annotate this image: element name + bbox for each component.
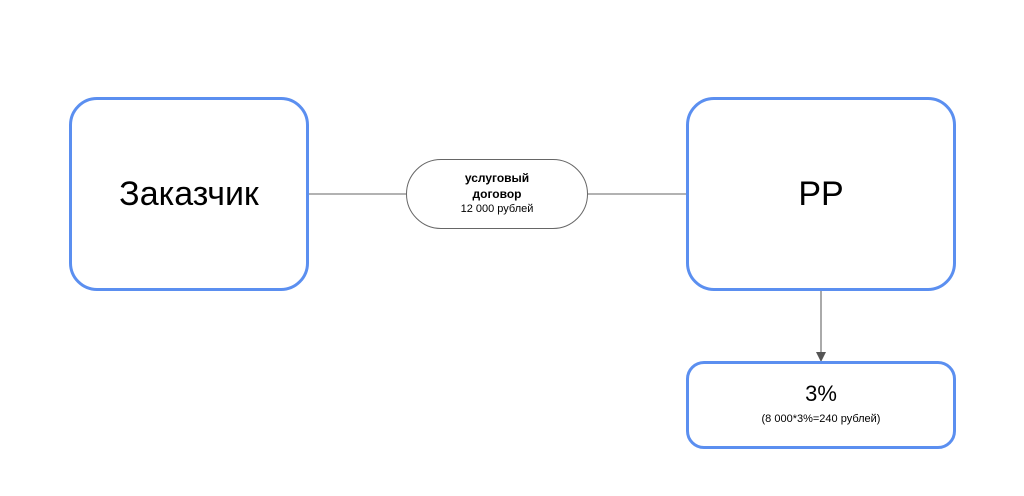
- node-percent-calculation: (8 000*3%=240 рублей): [761, 413, 881, 426]
- node-rr[interactable]: РР: [686, 97, 956, 291]
- node-percent-value: 3%: [805, 381, 837, 407]
- node-rr-label: РР: [798, 175, 844, 213]
- contract-title-line1: услуговый: [464, 171, 530, 186]
- contract-title-line2: договор: [472, 186, 522, 201]
- node-percent[interactable]: 3% (8 000*3%=240 рублей): [686, 361, 956, 449]
- contract-amount: 12 000 рублей: [460, 203, 534, 216]
- node-customer[interactable]: Заказчик: [69, 97, 309, 291]
- node-customer-label: Заказчик: [119, 175, 259, 213]
- contract-label-box[interactable]: услуговый договор 12 000 рублей: [406, 159, 588, 229]
